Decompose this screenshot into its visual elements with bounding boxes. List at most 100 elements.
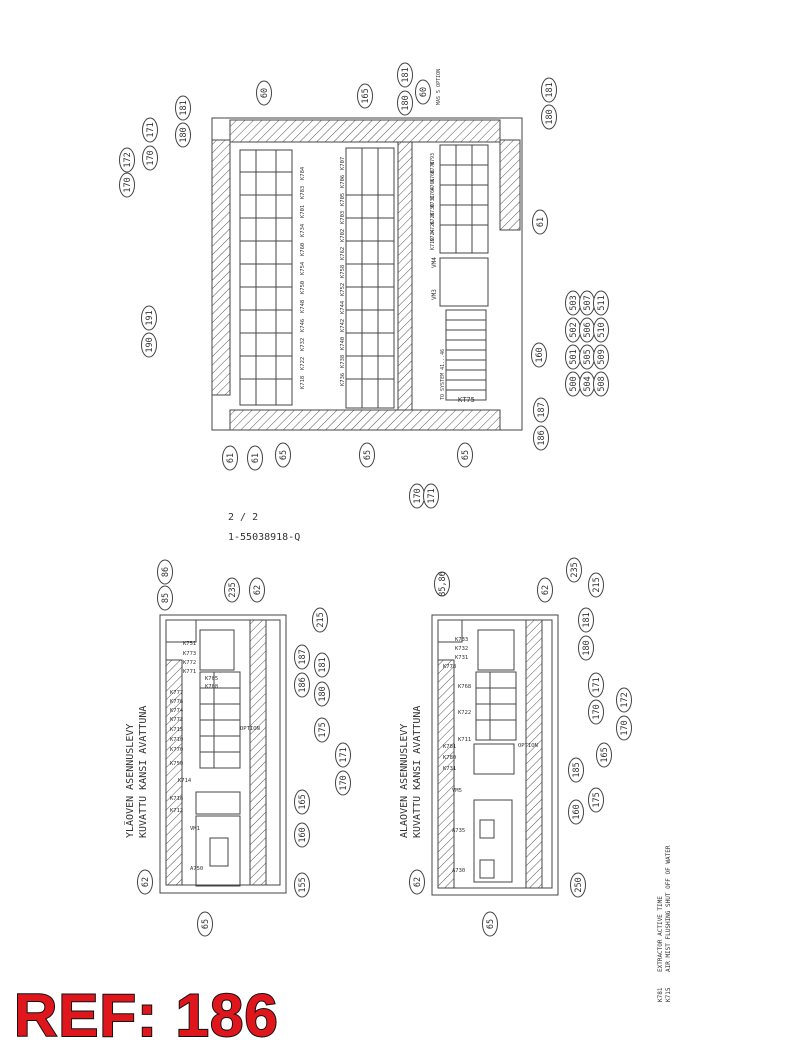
callout: 185 (568, 757, 584, 783)
svg-text:215: 215 (316, 612, 326, 627)
top-row3-labels: K793K770K768K766K764K732K730K728K726K724… (430, 153, 436, 250)
callout: 170 (335, 770, 351, 796)
callout: 160 (531, 342, 547, 368)
relay-label: K734 (300, 223, 306, 237)
panel-label: K780 (443, 755, 456, 761)
svg-text:509: 509 (597, 349, 607, 364)
svg-text:175: 175 (318, 722, 328, 737)
module-label-vm4: VM4 (431, 257, 438, 268)
top-panel-hatch-right (499, 139, 521, 231)
callout: 62 (409, 869, 425, 895)
svg-text:510: 510 (597, 322, 607, 337)
panel-label: K708 (205, 684, 218, 690)
callout: 507 (579, 290, 595, 316)
svg-text:65: 65 (486, 919, 496, 929)
module-label-vm3: VM3 (431, 289, 438, 300)
svg-text:187: 187 (298, 649, 308, 664)
svg-text:181: 181 (318, 657, 328, 672)
svg-text:181: 181 (179, 100, 189, 115)
relay-label: K703 (340, 211, 346, 224)
legend-code-2: K715 (665, 987, 672, 1002)
relay-label: K768 (430, 170, 436, 182)
panel-label: K778 (443, 664, 456, 670)
panel-label: K750 (170, 761, 183, 767)
top-row1-labels: K784K783K701K734K760K754K750K748K746K732… (300, 166, 306, 389)
relay-label: K705 (340, 193, 346, 206)
callout: 85 (157, 585, 173, 611)
right-panel-title-2: KUVATTU KANSI AVATTUNA (412, 706, 423, 838)
relay-label: K726 (430, 221, 436, 233)
callout: 60 (415, 79, 431, 105)
svg-text:170: 170 (339, 775, 349, 790)
relay-label: K793 (430, 153, 436, 165)
relay-label: K701 (300, 205, 306, 218)
callout: 160 (294, 822, 310, 848)
panel-label: K716 (170, 796, 183, 802)
svg-text:191: 191 (145, 310, 155, 325)
right-panel-labels: K733K732K731K778K768K722K711K781K780K731… (443, 637, 538, 874)
relay-label: K744 (340, 300, 346, 314)
panel-label: K722 (458, 710, 471, 716)
callout: 511 (593, 290, 609, 316)
callout: 170 (616, 715, 632, 741)
relay-label: K758 (340, 265, 346, 278)
relay-label: K766 (430, 178, 436, 190)
relay-label: K732 (300, 338, 306, 351)
panel-label: K733 (455, 637, 468, 643)
panel-label: K771 (183, 669, 196, 675)
callout: 181 (397, 62, 413, 88)
callout: 65 (275, 442, 291, 468)
svg-text:61: 61 (226, 453, 236, 463)
left-panel: YLÄOVEN ASENNUSLEVY KUVATTU KANSI AVATTU… (123, 559, 351, 937)
svg-text:172: 172 (123, 152, 133, 167)
callout: 181 (578, 607, 594, 633)
panel-label: K772 (183, 660, 196, 666)
callout: 165 (357, 83, 373, 109)
svg-text:86: 86 (161, 567, 171, 577)
callout: 165 (294, 789, 310, 815)
relay-label: K707 (340, 157, 346, 170)
relay-column-1 (239, 149, 293, 406)
svg-text:170: 170 (620, 720, 630, 735)
svg-text:500: 500 (569, 376, 579, 391)
callout: 187 (294, 644, 310, 670)
left-panel-labels: K751K773K772K771K777K776K774K772K715K710… (170, 641, 260, 872)
panel-label: A735 (452, 828, 465, 834)
svg-text:65: 65 (279, 450, 289, 460)
callout: 171 (142, 117, 158, 143)
top-panel-hatch-bottom (229, 409, 501, 431)
svg-text:165: 165 (298, 794, 308, 809)
callout: 62 (249, 577, 265, 603)
svg-text:172: 172 (620, 692, 630, 707)
svg-text:65: 65 (461, 450, 471, 460)
svg-text:187: 187 (537, 402, 547, 417)
panel-label: K714 (178, 778, 192, 784)
svg-text:250: 250 (574, 877, 584, 892)
svg-text:171: 171 (146, 122, 156, 137)
callout: 180 (314, 681, 330, 707)
relay-label: K752 (340, 283, 346, 296)
callout: 180 (175, 122, 191, 148)
svg-text:155: 155 (298, 877, 308, 892)
panel-label: K705 (205, 676, 218, 682)
module-label-kt75: KT75 (458, 396, 475, 404)
callout: 506 (579, 317, 595, 343)
callout: 181 (541, 77, 557, 103)
svg-text:180: 180 (179, 127, 189, 142)
callout: 502 (565, 317, 581, 343)
callout: 190 (141, 332, 157, 358)
svg-text:160: 160 (572, 804, 582, 819)
panel-label: K731 (455, 655, 468, 661)
right-panel-title-1: ALAOVEN ASENNUSLEVY (399, 724, 410, 838)
callout: 170 (142, 145, 158, 171)
svg-text:181: 181 (545, 82, 555, 97)
relay-label: K742 (340, 319, 346, 332)
relay-label: K740 (340, 337, 346, 350)
callout: 186 (533, 425, 549, 451)
callout: 509 (593, 344, 609, 370)
top-panel: K784K783K701K734K760K754K750K748K746K732… (119, 62, 609, 509)
relay-label: K724 (430, 229, 436, 241)
svg-text:180: 180 (582, 640, 592, 655)
